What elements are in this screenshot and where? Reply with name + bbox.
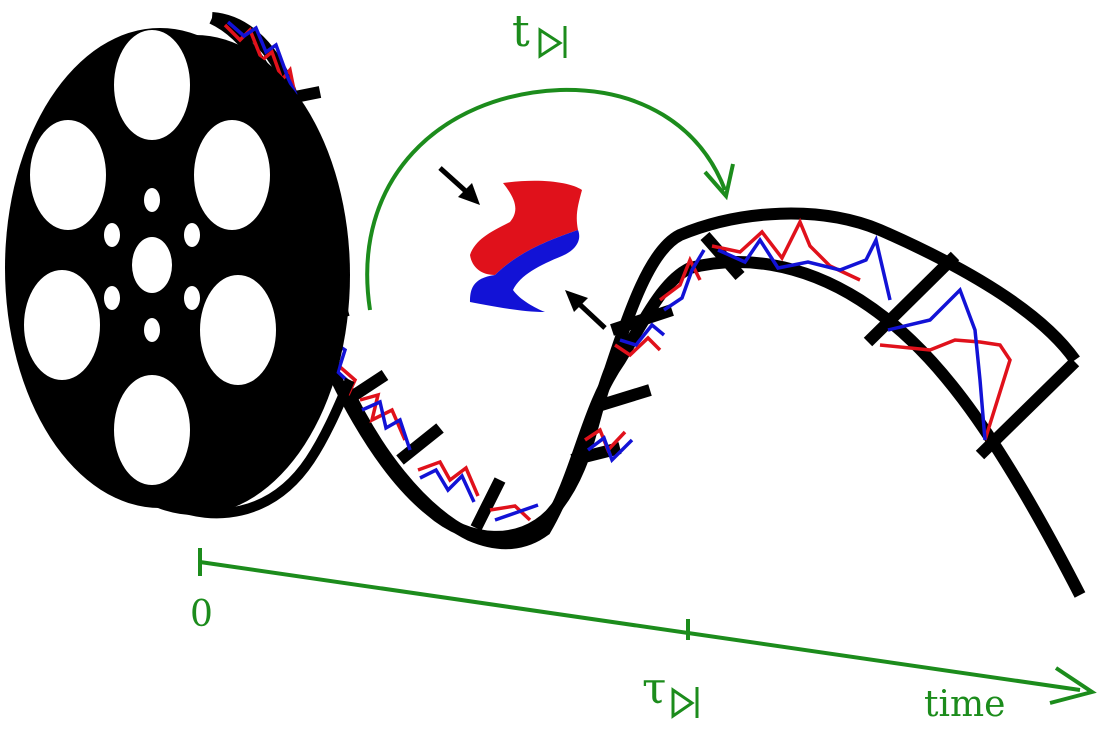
film-strip-lower-edge <box>339 256 1086 598</box>
two-lobed-shape-icon <box>470 180 582 312</box>
film-reel-icon <box>5 28 355 519</box>
duration-arc <box>365 87 727 311</box>
duration-arrow <box>365 87 735 311</box>
shape-red-lobe <box>470 180 582 275</box>
reel-hub <box>132 237 172 293</box>
arc-dagger-icon <box>538 26 567 59</box>
arc-label-text: t <box>512 6 530 57</box>
reel-hole-upper-right <box>194 120 270 230</box>
reel-loop-strip <box>173 377 355 519</box>
reel-hole-bottom <box>114 375 190 485</box>
time-axis-arrowhead <box>1049 666 1097 705</box>
reel-hole-lower-left <box>24 270 100 380</box>
time-axis <box>198 548 1097 705</box>
time-axis-label: time <box>924 684 1005 725</box>
origin-label: 0 <box>190 594 213 635</box>
shape-blue-lobe <box>470 230 580 312</box>
reel-hole-top <box>114 30 190 140</box>
reel-hole-lower-right <box>200 275 276 385</box>
reel-hole-upper-left <box>30 120 106 230</box>
tau-symbol: τ <box>642 663 666 714</box>
tau-label: τ <box>642 663 699 719</box>
duration-arrowhead <box>703 163 735 201</box>
time-axis-line <box>199 560 1081 692</box>
frame-separators <box>278 86 1080 531</box>
compression-arrows <box>438 166 607 330</box>
reel-holes <box>24 30 276 485</box>
tau-dagger-icon <box>671 687 699 719</box>
arc-label: t <box>512 6 567 59</box>
